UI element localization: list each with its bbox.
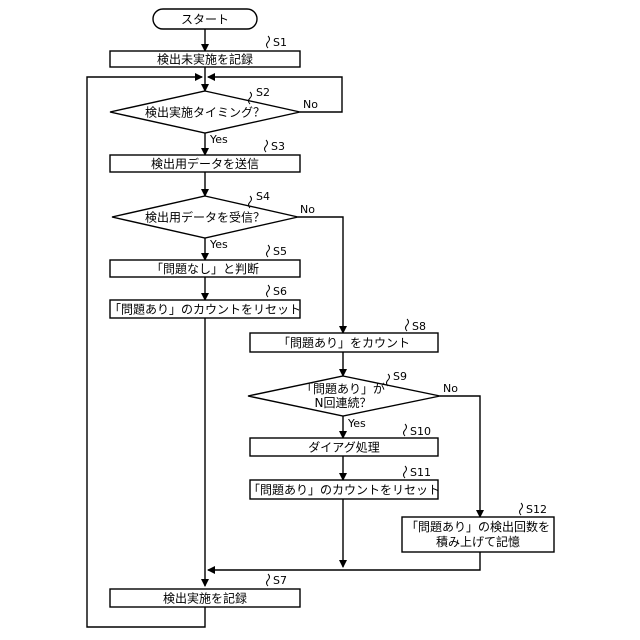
s2-yes-label: Yes bbox=[209, 133, 228, 146]
s3-step-tick bbox=[265, 140, 268, 152]
edge-s9-s12 bbox=[440, 396, 480, 517]
s9-yes-label: Yes bbox=[347, 417, 366, 430]
start-label: スタート bbox=[181, 13, 229, 27]
s6-step: S6 bbox=[273, 285, 287, 298]
s1-label: 検出未実施を記録 bbox=[157, 52, 253, 67]
s9-label-line1: 「問題あり」が bbox=[301, 381, 385, 396]
s3-label: 検出用データを送信 bbox=[151, 156, 259, 171]
s7-step: S7 bbox=[273, 574, 287, 587]
s11-label: 「問題あり」のカウントをリセット bbox=[248, 483, 440, 497]
s8-label: 「問題あり」をカウント bbox=[278, 336, 410, 350]
edge-s4-s8 bbox=[298, 217, 343, 333]
s12-label-line1: 「問題あり」の検出回数を bbox=[406, 519, 550, 534]
s12-label-line2: 積み上げて記憶 bbox=[436, 534, 520, 549]
s8-step: S8 bbox=[412, 320, 426, 333]
s9-step: S9 bbox=[393, 370, 407, 383]
s11-step-tick bbox=[404, 466, 407, 478]
s5-step: S5 bbox=[273, 245, 287, 258]
s10-step: S10 bbox=[410, 425, 431, 438]
s1-step-tick bbox=[267, 36, 270, 48]
s3-step: S3 bbox=[271, 140, 285, 153]
s4-no-label: No bbox=[300, 203, 315, 216]
s5-step-tick bbox=[267, 245, 270, 257]
s2-no-label: No bbox=[303, 98, 318, 111]
s9-label-line2: N回連続？ bbox=[315, 396, 372, 410]
s2-step: S2 bbox=[256, 86, 270, 99]
s5-label: 「問題なし」と判断 bbox=[151, 261, 259, 276]
s9-step-tick bbox=[387, 374, 390, 386]
s4-label: 検出用データを受信？ bbox=[145, 210, 265, 225]
s1-step: S1 bbox=[273, 36, 287, 49]
s11-step: S11 bbox=[410, 466, 431, 479]
s10-step-tick bbox=[404, 424, 407, 436]
s7-label: 検出実施を記録 bbox=[163, 591, 247, 606]
s12-step: S12 bbox=[526, 503, 547, 516]
s8-step-tick bbox=[406, 319, 409, 331]
s9-no-label: No bbox=[443, 382, 458, 395]
s4-step: S4 bbox=[256, 190, 270, 203]
s10-label: ダイアグ処理 bbox=[308, 440, 379, 455]
s6-label: 「問題あり」のカウントをリセット bbox=[109, 303, 301, 317]
s2-label: 検出実施タイミング？ bbox=[145, 105, 265, 120]
s4-yes-label: Yes bbox=[209, 238, 228, 251]
s12-step-tick bbox=[520, 503, 523, 515]
s6-step-tick bbox=[267, 285, 270, 297]
edge-s12-merge bbox=[208, 552, 480, 570]
s7-step-tick bbox=[267, 574, 270, 586]
